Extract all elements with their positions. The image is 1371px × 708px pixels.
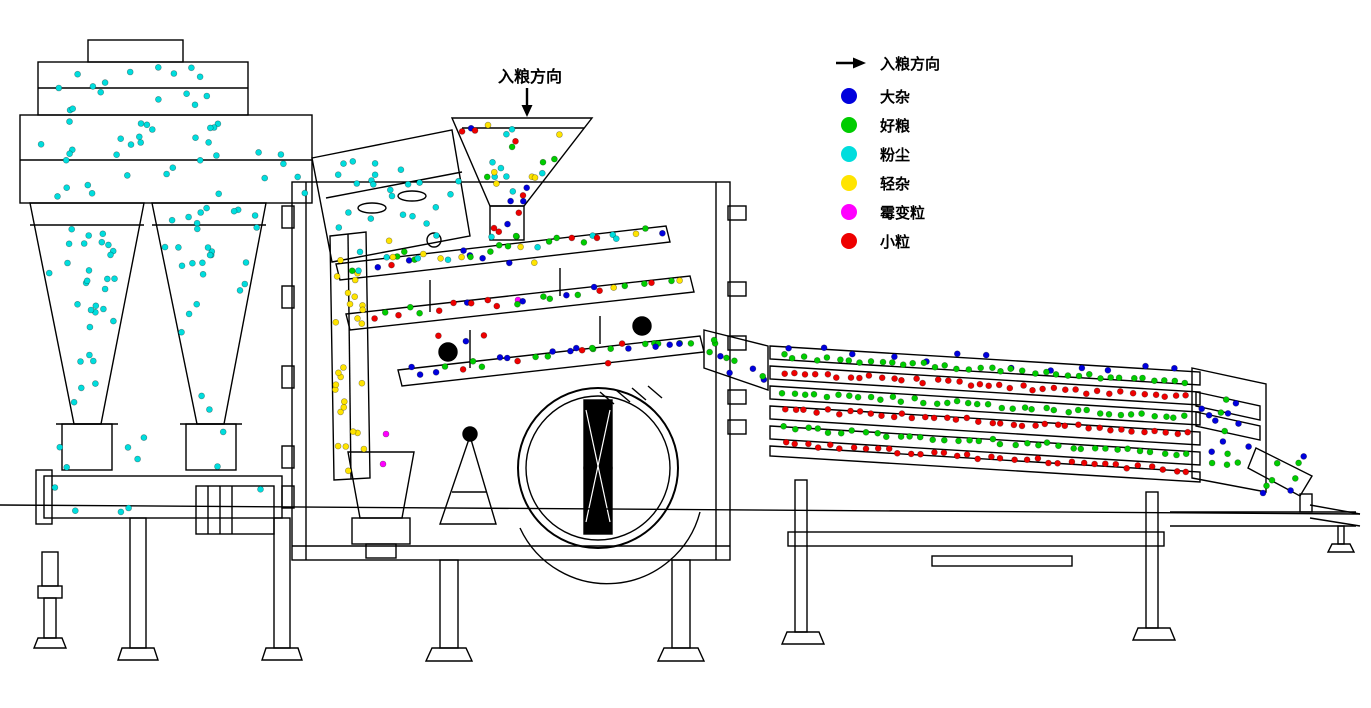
legend: 入粮方向 大杂 好粮 粉尘 轻杂 霉变粒 小粒 xyxy=(836,55,940,251)
legend-label-small-grain: 小粒 xyxy=(880,233,910,251)
legend-label-dust: 粉尘 xyxy=(880,146,910,164)
legend-label-light-impurity: 轻杂 xyxy=(880,175,910,193)
legend-item-light-impurity: 轻杂 xyxy=(841,175,910,193)
legend-item-good-grain: 好粮 xyxy=(841,117,911,135)
inlet-direction-label: 入粮方向 xyxy=(498,67,562,86)
legend-item-flow-direction: 入粮方向 xyxy=(836,55,940,73)
legend-swatch-dust xyxy=(841,146,857,162)
legend-swatch-light-impurity xyxy=(841,175,857,191)
legend-item-moldy-grain: 霉变粒 xyxy=(841,204,925,222)
legend-swatch-moldy-grain xyxy=(841,204,857,220)
legend-label-flow-direction: 入粮方向 xyxy=(880,55,940,73)
legend-label-big-impurity: 大杂 xyxy=(880,88,910,106)
flow-direction-arrow-icon xyxy=(836,57,866,69)
inlet-annotation: 入粮方向 xyxy=(498,67,562,117)
legend-item-small-grain: 小粒 xyxy=(841,233,910,251)
material-flow-dots xyxy=(37,64,1307,516)
legend-item-dust: 粉尘 xyxy=(841,146,910,164)
legend-label-moldy-grain: 霉变粒 xyxy=(880,204,925,222)
inlet-direction-arrow-icon xyxy=(521,88,533,117)
main-cleaner xyxy=(281,117,747,662)
legend-swatch-good-grain xyxy=(841,117,857,133)
cyclone-assembly xyxy=(19,39,313,661)
legend-label-good-grain: 好粮 xyxy=(879,117,911,135)
gravity-table xyxy=(0,329,1361,645)
legend-swatch-small-grain xyxy=(841,233,857,249)
legend-swatch-big-impurity xyxy=(841,88,857,104)
legend-item-big-impurity: 大杂 xyxy=(841,88,910,106)
